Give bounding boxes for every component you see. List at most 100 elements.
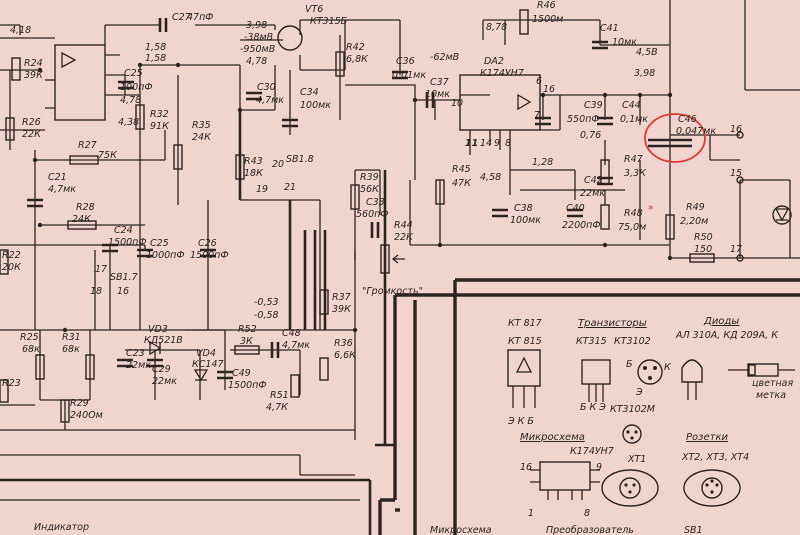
- label-r32-value: 91К: [150, 121, 170, 132]
- label-c42-value: 22мк: [580, 188, 605, 199]
- label-v158b: 1,58: [145, 53, 166, 64]
- label-r35-value: 24К: [192, 132, 212, 143]
- resistor-r31: [85, 354, 95, 380]
- label-r31: R31: [62, 332, 81, 343]
- label-volume: "Громкость": [362, 286, 423, 297]
- label-r42-value: 6,8К: [346, 54, 369, 65]
- da2-block: [459, 74, 541, 131]
- label-c49: C49: [232, 368, 251, 379]
- led-package: [681, 359, 703, 383]
- label-c21-value: 4,7мк: [48, 184, 76, 195]
- label-vd4-type: КС147: [192, 359, 224, 370]
- capacitor-c44: [597, 116, 613, 126]
- capacitor-c40: [567, 208, 583, 218]
- capacitor-c38: [492, 208, 508, 218]
- label-pin7: 7: [534, 110, 540, 121]
- label-sb18: SB1.8: [286, 154, 314, 165]
- resistor-r51: [290, 374, 300, 398]
- label-da2: DA2: [484, 56, 504, 67]
- resistor-r48: [600, 204, 610, 230]
- label-r31-value: 68к: [62, 344, 80, 355]
- label-vt6-type: КТ315Б: [310, 16, 348, 27]
- label-pin6: 6: [536, 76, 542, 87]
- socket-pin-17: [736, 254, 744, 262]
- capacitor-c29: [147, 358, 163, 368]
- resistor-r44: [380, 244, 390, 274]
- socket-pin-16: [736, 131, 744, 139]
- label-c26: C26: [198, 238, 217, 249]
- da1-opamp-symbol: [61, 51, 77, 69]
- label-microcircuit: Микросхема: [520, 432, 585, 443]
- capacitor-c42: [597, 176, 613, 186]
- label-c48-value: 4,7мк: [282, 340, 310, 351]
- label-v058: -0,58: [254, 310, 279, 321]
- capacitor-c41: [592, 40, 608, 50]
- label-pin9: 9: [494, 138, 500, 149]
- label-c42: C42: [584, 175, 603, 186]
- label-r51: R51: [270, 390, 289, 401]
- resistor-r26: [5, 117, 15, 141]
- label-r39: R39: [360, 172, 379, 183]
- label-r45: R45: [452, 164, 471, 175]
- capacitor-c30: [246, 91, 262, 101]
- label-pin10: 10: [451, 98, 463, 109]
- label-c29-value: 22мк: [152, 376, 177, 387]
- r49-red-mark: *: [648, 203, 654, 216]
- label-r52: R52: [238, 324, 257, 335]
- da1-block: [54, 44, 106, 121]
- label-c46-value: 0,047мк: [676, 126, 716, 137]
- label-diodes-types: АЛ 310А, КД 209А, К: [675, 330, 779, 341]
- label-c24-value: 1500пФ: [108, 237, 147, 248]
- resistor-r43: [235, 154, 245, 180]
- resistor-r28: [67, 220, 97, 230]
- label-vt6: VT6: [305, 4, 323, 15]
- label-v458: 4,58: [480, 172, 501, 183]
- da2-opamp-symbol: [517, 93, 532, 111]
- label-c38-value: 100мк: [510, 215, 541, 226]
- label-r48-value: 75,0м: [618, 222, 646, 233]
- diode-vd4: [193, 369, 209, 382]
- label-c33: C33: [366, 197, 385, 208]
- label-colormark-1: цветная: [752, 378, 793, 389]
- capacitor-c48: [270, 342, 280, 358]
- label-r22-value: 20К: [2, 262, 22, 273]
- label-mark-e: Э: [635, 387, 643, 398]
- label-p16: 16: [117, 286, 129, 297]
- label-r35: R35: [192, 120, 211, 131]
- vt6-transistor: [277, 25, 303, 51]
- label-v478a: 4,78: [246, 56, 267, 67]
- label-r46: R46: [537, 0, 556, 11]
- label-r29: R29: [70, 398, 89, 409]
- label-kt817: КТ 817: [508, 318, 542, 329]
- resistor-r39: [350, 184, 360, 210]
- label-v438: 4,38: [118, 117, 139, 128]
- label-p17: 17: [95, 264, 107, 275]
- label-r47: R47: [624, 154, 643, 165]
- label-c21: C21: [48, 172, 67, 183]
- label-r37: R37: [332, 292, 351, 303]
- label-xt234: ХТ2, ХТ3, ХТ4: [681, 452, 749, 463]
- resistor-r35: [173, 144, 183, 170]
- label-converter: Преобразователь: [546, 525, 634, 535]
- capacitor-c27: [158, 18, 168, 32]
- microcircuit-package: [539, 461, 591, 491]
- label-c44: C44: [622, 100, 641, 111]
- label-v38mv: -38мВ: [244, 32, 273, 43]
- label-c41: C41: [600, 23, 619, 34]
- label-p20: 20: [272, 159, 284, 170]
- label-xs16: 16: [730, 124, 742, 135]
- label-r48: R48: [624, 208, 643, 219]
- c46-highlight-circle: [644, 113, 706, 163]
- label-p18: 18: [90, 286, 102, 297]
- label-c40-value: 2200пФ: [562, 220, 601, 231]
- label-r23: R23: [2, 378, 21, 389]
- label-v418: 4,18: [10, 25, 31, 36]
- label-c34: C34: [300, 87, 319, 98]
- resistor-r36: [319, 357, 329, 381]
- label-c49-value: 1500пФ: [228, 380, 267, 391]
- resistor-r25: [35, 354, 45, 380]
- label-c27: C27: [172, 12, 191, 23]
- label-kt3102m: КТ3102М: [610, 404, 655, 415]
- label-v950mv: -950мВ: [240, 44, 275, 55]
- label-r36-value: 6,6К: [334, 350, 357, 361]
